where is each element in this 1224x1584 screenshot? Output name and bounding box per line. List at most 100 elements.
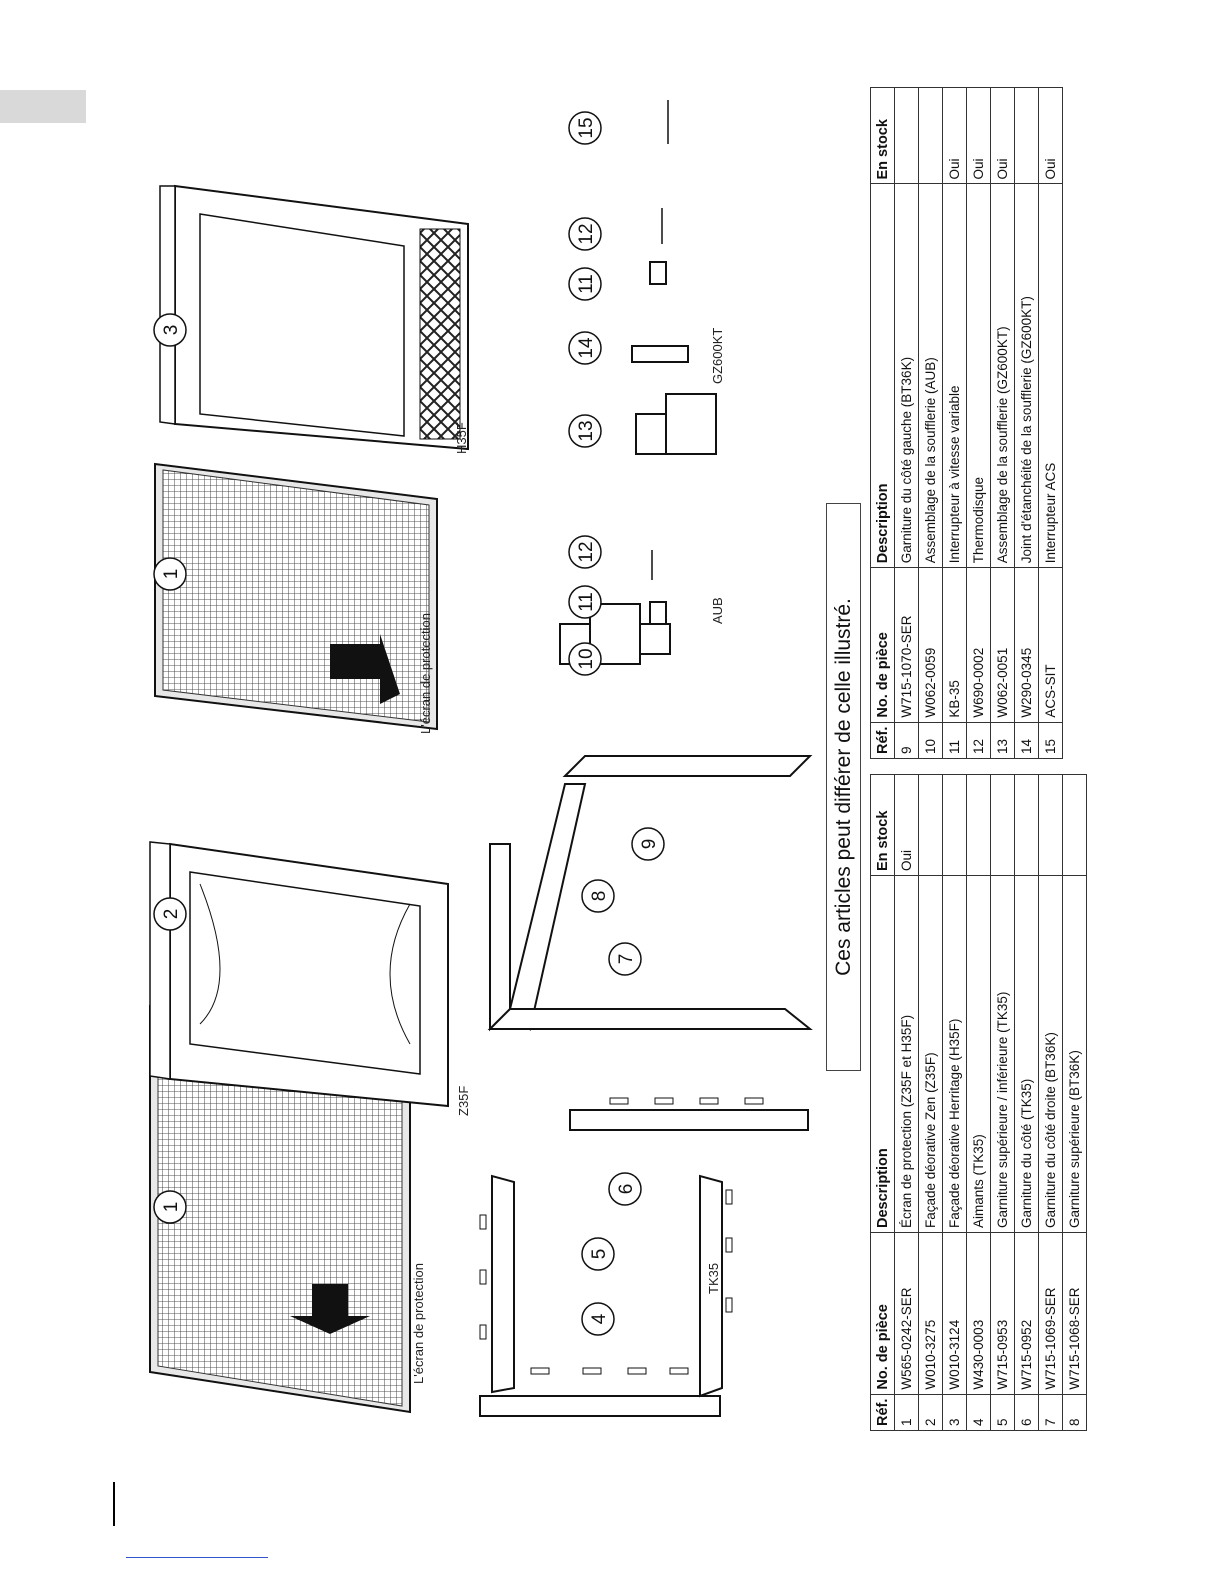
label-aub: AUB [710, 597, 725, 624]
callout-number: 7 [616, 954, 637, 965]
callout-5: 4 [581, 1302, 615, 1336]
callout-circle [153, 557, 187, 591]
cell-ref: 7 [1038, 1394, 1063, 1431]
notice-text: Ces articles peut différer de celle illu… [832, 598, 855, 976]
cell-description: Garniture supérieure / inférieure (TK35) [990, 875, 1015, 1233]
arrow-icon [290, 1284, 370, 1334]
cell-ref: 14 [1014, 722, 1039, 759]
callout-number: 9 [639, 839, 660, 850]
cell-in-stock [918, 87, 943, 184]
callout-number: 10 [576, 648, 597, 669]
cell-description: Écran de protection (Z35F et H35F) [894, 875, 919, 1233]
callout-circle [631, 827, 665, 861]
cell-in-stock [894, 87, 919, 184]
screen-panel-z35f [149, 1004, 411, 1414]
cell-part-number: W010-3275 [918, 1232, 943, 1395]
column-header-description: Description [870, 875, 895, 1233]
callout-number: 14 [576, 337, 597, 359]
column-header-in-stock: En stock [870, 774, 895, 876]
callout-3: 1 [153, 557, 187, 591]
label-screen-right: L'écran de protection [418, 613, 433, 734]
callout-number: 1 [161, 569, 182, 580]
screen-panel-h35f [154, 462, 438, 731]
cell-part-number: KB-35 [942, 567, 967, 723]
facade-zen-z35f [149, 841, 449, 1108]
cell-description: Garniture supérieure (BT36K) [1062, 875, 1087, 1233]
callout-9: 8 [581, 879, 615, 913]
cell-part-number: W715-1069-SER [1038, 1232, 1063, 1395]
cell-description: Interrupteur ACS [1038, 184, 1063, 568]
cell-ref: 13 [990, 722, 1015, 759]
cell-in-stock [942, 774, 967, 876]
cell-description: Garniture du côté (TK35) [1014, 875, 1039, 1233]
cell-in-stock: Oui [942, 87, 967, 184]
callout-circle [568, 585, 602, 619]
cell-description: Garniture du côté droite (BT36K) [1038, 875, 1063, 1233]
callout-circle [568, 535, 602, 569]
cell-ref: 1 [894, 1394, 919, 1431]
cell-description: Aimants (TK35) [966, 875, 991, 1233]
callout-number: 11 [576, 274, 597, 294]
blower-assembly-gz600kt [631, 100, 717, 455]
callout-number: 13 [576, 420, 597, 441]
label-z35f: Z35F [456, 1086, 471, 1116]
cell-part-number: W062-0051 [990, 567, 1015, 723]
callout-number: 2 [161, 909, 182, 920]
label-gz600kt: GZ600KT [710, 328, 725, 384]
footer-link-underline[interactable] [126, 1557, 268, 1558]
cell-part-number: ACS-SIT [1038, 567, 1063, 723]
callout-8: 7 [608, 942, 642, 976]
cell-description: Interrupteur à vitesse variable [942, 184, 967, 568]
table-header-row: Réf. No. de pièce Description En stock [870, 774, 895, 1431]
cell-part-number: W290-0345 [1014, 567, 1039, 723]
svg-text:L'écran de protection: L'écran de protection [418, 613, 433, 734]
callout-number: 5 [589, 1249, 610, 1260]
callout-circle [581, 879, 615, 913]
column-header-description: Description [870, 184, 895, 568]
label-tk35: TK35 [706, 1263, 721, 1294]
callout-number: 12 [576, 541, 597, 562]
trim-kit-tk35 [479, 1097, 809, 1417]
callout-11: 10 [568, 642, 602, 676]
cell-part-number: W010-3124 [942, 1232, 967, 1395]
cell-in-stock [966, 774, 991, 876]
cell-ref: 15 [1038, 722, 1063, 759]
cell-ref: 10 [918, 722, 943, 759]
cell-part-number: W430-0003 [966, 1232, 991, 1395]
cell-in-stock [990, 774, 1015, 876]
cell-description: Joint d'étanchéité de la soufflerie (GZ6… [1014, 184, 1039, 568]
callout-number: 6 [616, 1184, 637, 1195]
callout-15: 14 [568, 331, 602, 365]
cell-in-stock [1062, 774, 1087, 876]
label-screen-left: L'écran de protection [411, 1263, 426, 1384]
cell-ref: 6 [1014, 1394, 1039, 1431]
cell-part-number: W715-1070-SER [894, 567, 919, 723]
callout-circle [568, 414, 602, 448]
cell-description: Thermodisque [966, 184, 991, 568]
callout-number: 11 [576, 592, 597, 612]
callout-circle [153, 1190, 187, 1224]
section-tab-marker [0, 90, 86, 123]
callout-number: 8 [589, 891, 610, 902]
svg-text:L'écran de protection: L'écran de protection [411, 1263, 426, 1384]
callout-number: 12 [576, 223, 597, 244]
margin-rule [113, 1482, 115, 1526]
arrow-icon [330, 634, 400, 704]
cell-in-stock: Oui [966, 87, 991, 184]
blower-assembly-aub [559, 550, 671, 665]
callout-12: 11 [568, 585, 602, 619]
cell-in-stock: Oui [1038, 87, 1063, 184]
cell-in-stock: Oui [990, 87, 1015, 184]
callout-13: 12 [568, 535, 602, 569]
